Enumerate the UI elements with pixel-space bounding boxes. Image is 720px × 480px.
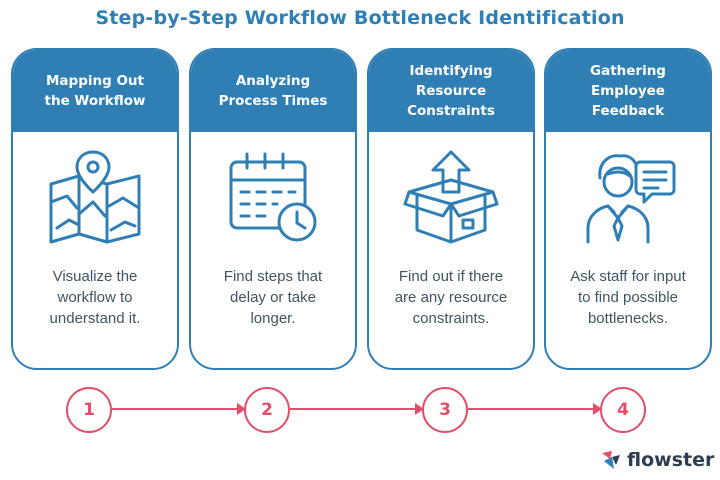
brand-name: flowster	[627, 449, 715, 471]
card-description: Ask staff for input to find possible bot…	[570, 268, 686, 327]
arrow-right-icon	[415, 403, 424, 415]
card-header: Gathering Employee Feedback	[546, 50, 710, 132]
arrow-right-icon	[237, 403, 246, 415]
card-title: Gathering Employee Feedback	[590, 63, 666, 119]
card-description: Find steps that delay or take longer.	[223, 268, 323, 327]
step-number: 4	[600, 387, 646, 433]
step-number: 1	[66, 387, 112, 433]
card-analyzing-process-times: Analyzing Process Times Find steps that …	[189, 48, 357, 370]
connector-line	[290, 408, 420, 410]
card-title: Analyzing Process Times	[218, 73, 328, 109]
card-identifying-resource-constraints: Identifying Resource Constraints Find ou…	[367, 48, 535, 370]
step-number: 3	[422, 387, 468, 433]
card-header: Mapping Out the Workflow	[13, 50, 177, 132]
calendar-clock-icon	[225, 150, 321, 246]
page-title: Step-by-Step Workflow Bottleneck Identif…	[95, 7, 625, 29]
card-gathering-employee-feedback: Gathering Employee Feedback Ask staff fo…	[544, 48, 712, 370]
card-header: Analyzing Process Times	[191, 50, 355, 132]
connector-line	[112, 408, 242, 410]
step-timeline: 1 2 3 4	[0, 385, 720, 433]
card-title: Mapping Out the Workflow	[44, 73, 146, 109]
box-arrow-icon	[403, 150, 499, 246]
flowster-logo-icon	[602, 451, 620, 469]
card-header: Identifying Resource Constraints	[369, 50, 533, 132]
card-title: Identifying Resource Constraints	[407, 63, 495, 119]
connector-line	[468, 408, 598, 410]
arrow-right-icon	[593, 403, 602, 415]
card-description: Visualize the workflow to understand it.	[49, 268, 141, 327]
map-pin-icon	[47, 150, 143, 246]
card-description: Find out if there are any resource const…	[394, 268, 508, 327]
step-number: 2	[244, 387, 290, 433]
card-mapping-workflow: Mapping Out the Workflow Visualize the w…	[11, 48, 179, 370]
brand-logo: flowster	[600, 447, 714, 473]
employee-feedback-icon	[580, 150, 676, 246]
